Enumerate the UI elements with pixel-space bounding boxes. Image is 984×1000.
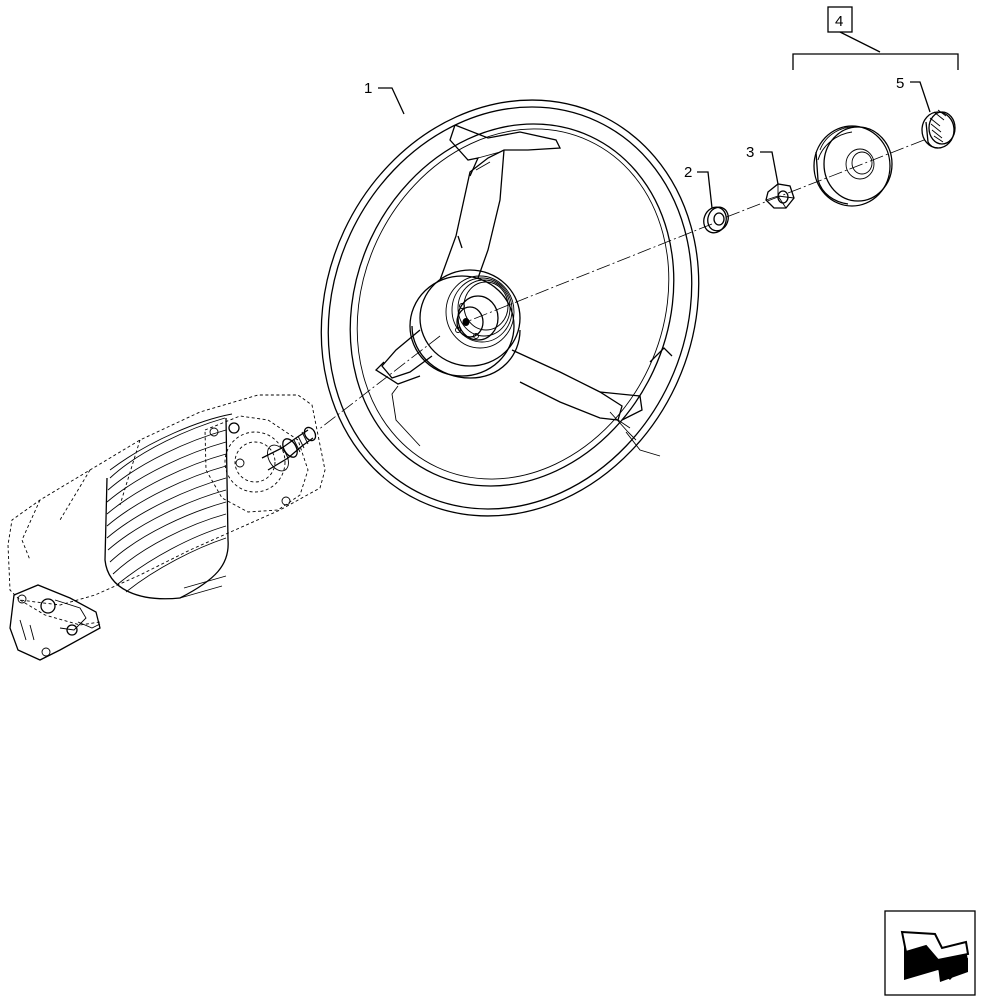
- callout-3: 3: [746, 144, 779, 185]
- callout-label-1: 1: [364, 80, 372, 97]
- emblem-icon: [921, 109, 956, 149]
- callout-label-3: 3: [746, 144, 754, 161]
- callout-4: 4: [792, 6, 959, 70]
- callout-2: 2: [684, 164, 713, 209]
- callout-5: 5: [896, 75, 931, 113]
- callout-label-4: 4: [835, 13, 843, 30]
- callout-1: 1: [364, 80, 405, 115]
- washer-icon: [703, 206, 729, 234]
- callout-label-2: 2: [684, 164, 692, 181]
- cover-cap-icon: [813, 125, 893, 207]
- callout-label-5: 5: [896, 75, 904, 92]
- steering-column-icon: [7, 394, 326, 661]
- steering-wheel-icon: [320, 99, 700, 517]
- navigation-arrow-icon[interactable]: [884, 910, 976, 996]
